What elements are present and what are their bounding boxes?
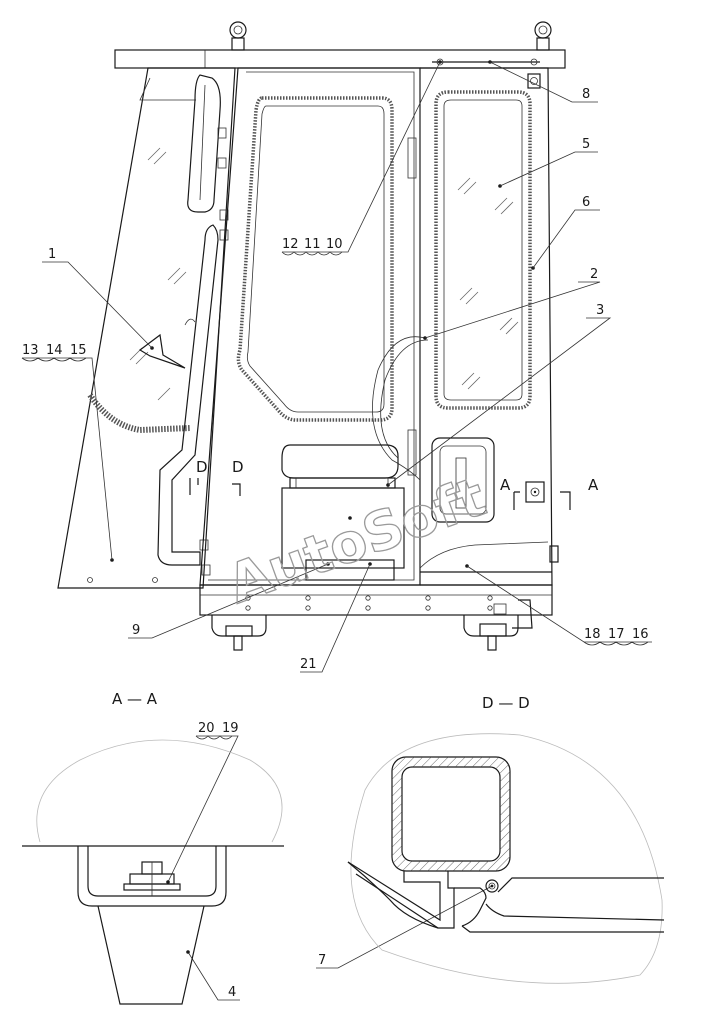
callout-20: 20: [198, 721, 215, 736]
callout-18: 18: [584, 627, 601, 642]
wiper-arm: [138, 333, 186, 369]
lifting-eye-right: [534, 21, 552, 51]
callout-2: 2: [590, 267, 598, 282]
callout-21: 21: [300, 657, 317, 672]
callout-9: 9: [132, 623, 140, 638]
rear-window: [434, 90, 532, 410]
rear-glass-marks: [457, 177, 519, 390]
grab-handle-upper: [187, 74, 221, 213]
callout-19: 19: [222, 721, 239, 736]
callout-7: 7: [318, 953, 326, 968]
section-a-a-view: A — A: [22, 690, 284, 1005]
windshield-lower-seal: [87, 393, 191, 434]
callout-8: 8: [582, 87, 590, 102]
callout-3: 3: [596, 303, 604, 318]
callout-10: 10: [326, 237, 343, 252]
section-mark-d-right: D: [232, 458, 244, 476]
section-mark-d-left: D: [196, 458, 208, 476]
operator-seat: [281, 444, 405, 581]
section-mark-a-left: A: [500, 476, 511, 494]
section-a-a-title: A — A: [112, 690, 158, 708]
lifting-eye-left: [229, 21, 247, 51]
main-cab-view: D D A A: [57, 21, 599, 651]
callout-4: 4: [228, 985, 236, 1000]
base-frame-holes: [245, 595, 493, 611]
grab-handle-lower: [157, 224, 219, 566]
callout-6: 6: [582, 195, 590, 210]
callout-16: 16: [632, 627, 649, 642]
front-mount: [211, 615, 267, 651]
leader-lines: [22, 61, 652, 1001]
rear-storage-box: [431, 437, 495, 523]
callout-13: 13: [22, 343, 39, 358]
cab-base-frame: [199, 584, 553, 616]
front-windshield: [57, 67, 236, 589]
section-mark-a-right: A: [588, 476, 599, 494]
section-d-d-title: D — D: [482, 694, 530, 712]
callout-15: 15: [70, 343, 87, 358]
windshield-glass-marks: [129, 147, 187, 401]
callout-labels: 1 2 3 5 6 8 12 11 10 13 14 15 9 21 18 17…: [22, 87, 649, 1000]
callout-group-underlines: [21, 251, 649, 740]
callout-11: 11: [304, 237, 321, 252]
door-window: [236, 96, 394, 422]
callout-12: 12: [282, 237, 299, 252]
callout-5: 5: [582, 137, 590, 152]
door-cable: [372, 336, 426, 481]
section-d-d-view: D — D: [347, 694, 665, 984]
callout-17: 17: [608, 627, 625, 642]
callout-14: 14: [46, 343, 63, 358]
rear-mount: [463, 599, 533, 651]
callout-1: 1: [48, 247, 56, 262]
